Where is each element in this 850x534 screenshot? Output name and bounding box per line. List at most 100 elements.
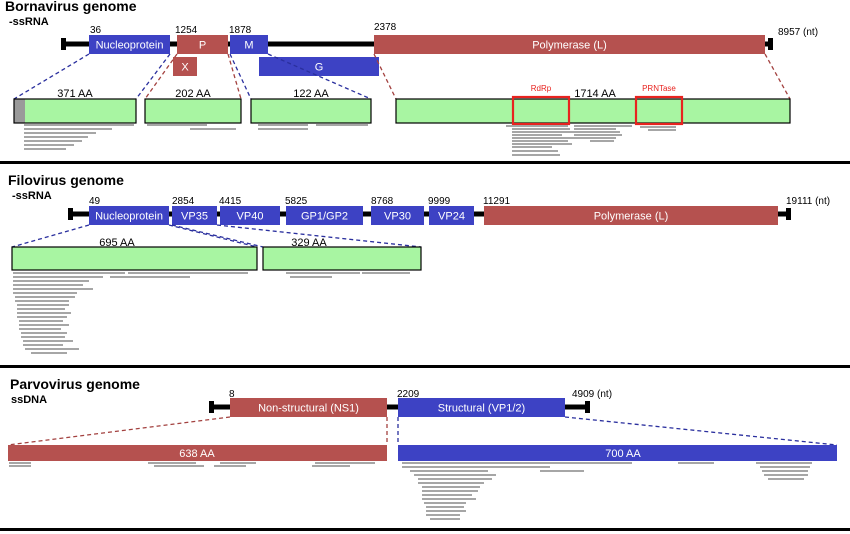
read-alignment [9,465,31,467]
protein-length: 329 AA [291,237,327,249]
polymerase-start: 2378 [374,22,397,33]
zoom-line [564,416,838,446]
zoom-line [764,53,791,100]
reads-parvovirus [9,462,812,520]
read-alignment [590,140,614,142]
read-alignment [24,124,134,126]
read-alignment [17,308,65,310]
filovirus-subtitle: -ssRNA [12,190,52,202]
genome-end-cap-right [768,38,773,50]
zoom-line [373,53,397,100]
nucleoprotein-start: 49 [89,196,101,207]
read-alignment [258,124,308,126]
read-alignment [512,134,562,136]
filovirus-panel: Filovirus genome -ssRNA 49 2854 4415 582… [0,172,850,368]
gene-label: P [199,40,206,52]
read-alignment [290,276,332,278]
vp24-start: 9999 [428,196,451,207]
read-alignment [13,276,103,278]
read-alignment [512,137,592,139]
gene-nucleoprotein: Nucleoprotein [89,35,170,54]
gene-label: Non-structural (NS1) [258,403,359,415]
read-alignment [19,320,63,322]
gene-nucleoprotein: Nucleoprotein [89,206,169,225]
gene-label: Structural (VP1/2) [438,403,525,415]
read-alignment [760,466,810,468]
read-alignment [13,292,77,294]
read-alignment [582,137,616,139]
ns1-start: 8 [229,389,235,400]
read-alignment [24,132,96,134]
zoom-line [7,416,231,446]
gene-x: X [173,57,197,76]
read-alignment [756,462,812,464]
vp-start: 2209 [397,389,420,400]
read-alignment [640,126,676,128]
protein-bar-np: 371 AA [13,88,137,124]
polymerase-start: 11291 [483,196,511,207]
zoom-line [229,53,252,100]
gene-vp24: VP24 [429,206,474,225]
read-alignment [24,128,112,130]
zoom-line [135,53,171,100]
read-alignment [21,336,65,338]
rdrp-domain-box [511,95,571,126]
read-alignment [19,324,69,326]
read-alignment [21,332,67,334]
panel-separator [0,365,850,368]
read-alignment [25,348,79,350]
gene-label: Polymerase (L) [532,40,607,52]
gene-label: G [315,62,324,74]
gene-label: Polymerase (L) [594,211,669,223]
read-alignment [24,148,66,150]
gene-polymerase: Polymerase (L) [374,35,765,54]
read-alignment [430,518,460,520]
zoom-line [227,53,242,100]
read-alignment [148,462,196,464]
read-alignment [31,352,67,354]
genome-end-label: 19111 (nt) [786,196,830,207]
read-alignment [13,280,89,282]
protein-bar-np: 695 AA [11,237,258,271]
read-alignment [402,462,632,464]
nucleoprotein-start: 36 [90,25,102,36]
read-alignment [23,340,73,342]
gene-label: VP24 [438,211,465,223]
protein-length: 122 AA [293,88,329,100]
protein-length: 638 AA [179,448,215,460]
read-alignment [574,134,622,136]
read-alignment [764,474,808,476]
read-alignment [13,288,93,290]
read-alignment [315,462,375,464]
read-alignment [768,478,804,480]
genome-end-label: 4909 (nt) [572,389,612,400]
read-alignment [512,154,560,156]
zoom-line [13,53,90,100]
read-alignment [422,498,476,500]
gene-label: X [181,62,189,74]
gene-label: VP35 [181,211,208,223]
read-alignment [422,486,480,488]
gene-gp1-gp2: GP1/GP2 [286,206,363,225]
read-alignment [147,124,207,126]
read-alignment [540,470,584,472]
read-alignment [426,514,460,516]
filovirus-title: Filovirus genome [8,172,124,188]
read-alignment [17,316,67,318]
read-alignment [762,470,808,472]
read-alignment [24,144,74,146]
zoom-line [11,224,90,248]
read-alignment [15,300,69,302]
protein-bar-m: 122 AA [250,88,372,124]
protein-bar-vp35: 329 AA [262,237,422,271]
read-alignment [512,128,570,130]
parvovirus-title: Parvovirus genome [10,376,140,392]
read-alignment [286,272,360,274]
rdrp-domain-label: RdRp [531,84,552,93]
protein-length: 1714 AA [574,88,616,100]
read-alignment [512,146,552,148]
gene-vp40: VP40 [220,206,280,225]
read-alignment [13,272,125,274]
panel-separator [0,161,850,164]
read-alignment [9,462,31,464]
